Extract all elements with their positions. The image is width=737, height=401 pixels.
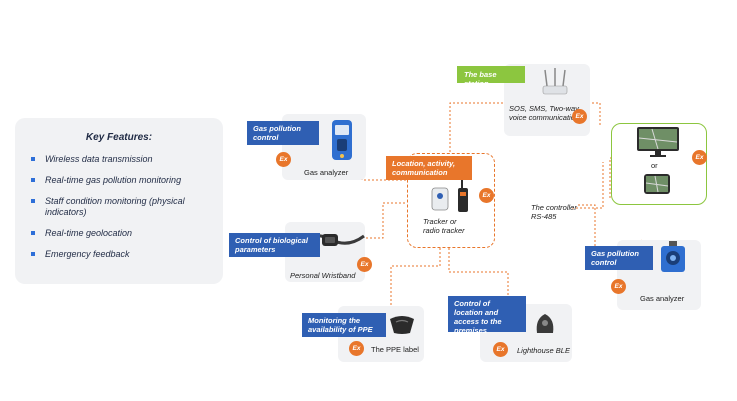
ex-badge: Ex bbox=[349, 341, 364, 356]
key-features-list: Wireless data transmission Real-time gas… bbox=[31, 154, 217, 260]
gas-analyzer-right-caption: Gas analyzer bbox=[640, 294, 685, 303]
gas-pollution-control-label-right: Gas pollution control bbox=[585, 246, 653, 270]
gas-analyzer-right-icon bbox=[655, 240, 691, 276]
tracker-caption: Tracker or radio tracker bbox=[423, 217, 465, 235]
location-activity-communication-label: Location, activity, communication bbox=[386, 156, 472, 180]
gas-analyzer-left-icon bbox=[331, 118, 353, 162]
ex-badge: Ex bbox=[479, 188, 494, 203]
ex-badge: Ex bbox=[611, 279, 626, 294]
base-station-icon bbox=[537, 66, 573, 98]
base-station-label: The base station bbox=[457, 66, 525, 88]
ex-badge: Ex bbox=[276, 152, 291, 167]
feature-item: Real-time gas pollution monitoring bbox=[31, 175, 217, 186]
lighthouse-caption: Lighthouse BLE bbox=[517, 346, 570, 355]
monitoring-ppe-label: Monitoring the availability of PPE bbox=[302, 313, 386, 337]
key-features-title: Key Features: bbox=[85, 132, 153, 143]
key-features-panel: Key Features: Wireless data transmission… bbox=[15, 118, 223, 284]
ppe-caption: The PPE label bbox=[371, 345, 419, 354]
controller-caption: The controller RS-485 bbox=[531, 203, 577, 221]
feature-item: Real-time geolocation bbox=[31, 228, 217, 239]
tablet-icon bbox=[643, 173, 671, 195]
display-or-caption: or bbox=[651, 161, 658, 170]
gas-analyzer-left-caption: Gas analyzer bbox=[304, 168, 349, 177]
base-station-caption: SOS, SMS, Two-way voice communication bbox=[509, 104, 580, 122]
feature-item: Staff condition monitoring (physical ind… bbox=[31, 196, 217, 218]
tracker-icon bbox=[428, 180, 476, 214]
ex-badge: Ex bbox=[493, 342, 508, 357]
monitor-icon bbox=[636, 126, 680, 158]
feature-item: Wireless data transmission bbox=[31, 154, 217, 165]
lighthouse-beacon-icon bbox=[533, 311, 557, 335]
ex-badge: Ex bbox=[572, 109, 587, 124]
control-location-access-label: Control of location and access to the pr… bbox=[448, 296, 526, 335]
ex-badge: Ex bbox=[357, 257, 372, 272]
gas-pollution-control-label-left: Gas pollution control bbox=[247, 121, 319, 145]
wristband-caption: Personal Wristband bbox=[290, 271, 356, 280]
ppe-tag-icon bbox=[388, 313, 416, 335]
control-biological-parameters-label: Control of biological parameters bbox=[229, 233, 320, 257]
ex-badge: Ex bbox=[692, 150, 707, 165]
feature-item: Emergency feedback bbox=[31, 249, 217, 260]
